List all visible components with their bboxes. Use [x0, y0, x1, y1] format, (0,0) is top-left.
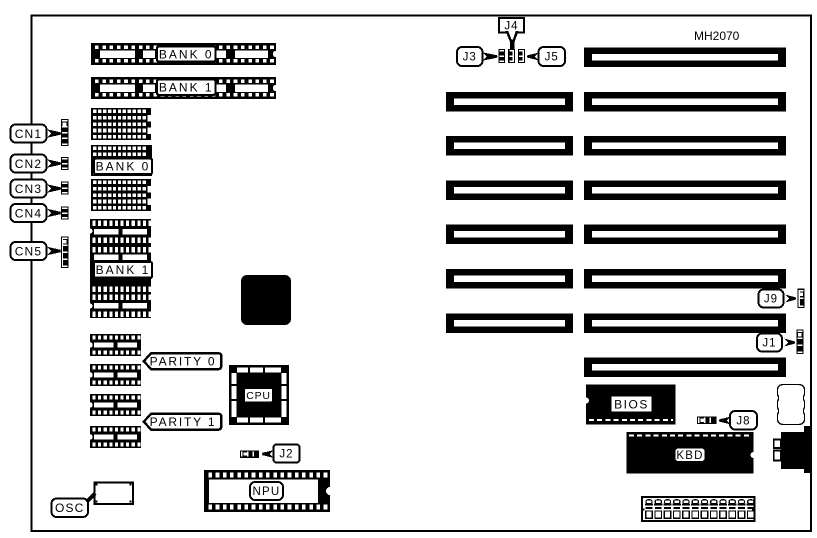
svg-text:CN2: CN2: [15, 157, 43, 171]
svg-text:PARITY 0: PARITY 0: [150, 355, 217, 369]
svg-text:J5: J5: [545, 52, 559, 64]
svg-text:PARITY 1: PARITY 1: [150, 415, 217, 429]
svg-text:J3: J3: [463, 52, 477, 64]
svg-text:J2: J2: [279, 449, 293, 461]
svg-text:BIOS: BIOS: [614, 397, 649, 411]
svg-text:CPU: CPU: [246, 390, 271, 402]
svg-text:J4: J4: [504, 21, 518, 33]
svg-text:BANK 0: BANK 0: [96, 160, 151, 174]
svg-text:J1: J1: [762, 338, 776, 350]
svg-text:NPU: NPU: [253, 486, 281, 498]
svg-text:MH2070: MH2070: [694, 29, 740, 43]
svg-text:J8: J8: [736, 415, 750, 427]
svg-text:J9: J9: [764, 294, 778, 306]
svg-text:KBD: KBD: [676, 450, 703, 462]
svg-text:CN4: CN4: [15, 206, 43, 220]
svg-text:CN3: CN3: [15, 182, 43, 196]
svg-text:BANK 1: BANK 1: [96, 263, 151, 277]
svg-text:CN1: CN1: [15, 127, 43, 141]
svg-text:BANK 1: BANK 1: [159, 81, 214, 95]
svg-text:BANK 0: BANK 0: [159, 47, 214, 61]
svg-text:CN5: CN5: [15, 244, 43, 258]
svg-text:OSC: OSC: [55, 501, 85, 515]
